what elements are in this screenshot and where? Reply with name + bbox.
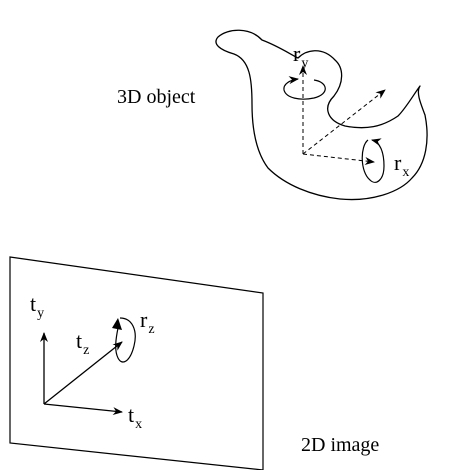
translation-x-label: tx [128, 402, 143, 432]
image-plane [9, 256, 264, 470]
object-axis-z [302, 89, 386, 155]
object-outline [215, 29, 428, 201]
rotation-z-arc [115, 317, 136, 363]
translation-z-label: tz [76, 328, 90, 358]
image-axis-tx [43, 403, 123, 416]
rotation-z-label: rz [140, 307, 155, 337]
object-axis-x [302, 153, 375, 165]
image-axis-tz [43, 341, 123, 405]
object-label: 3D object [117, 86, 196, 108]
rotation-z-arrowhead [112, 318, 122, 330]
rotation-y-arc [283, 76, 326, 100]
image-label: 2D image [301, 434, 380, 456]
translation-y-label: ty [30, 291, 45, 321]
rotation-x-arc [361, 138, 385, 183]
rotation-y-label: ry [293, 41, 309, 71]
rotation-x-label: rx [394, 150, 410, 180]
